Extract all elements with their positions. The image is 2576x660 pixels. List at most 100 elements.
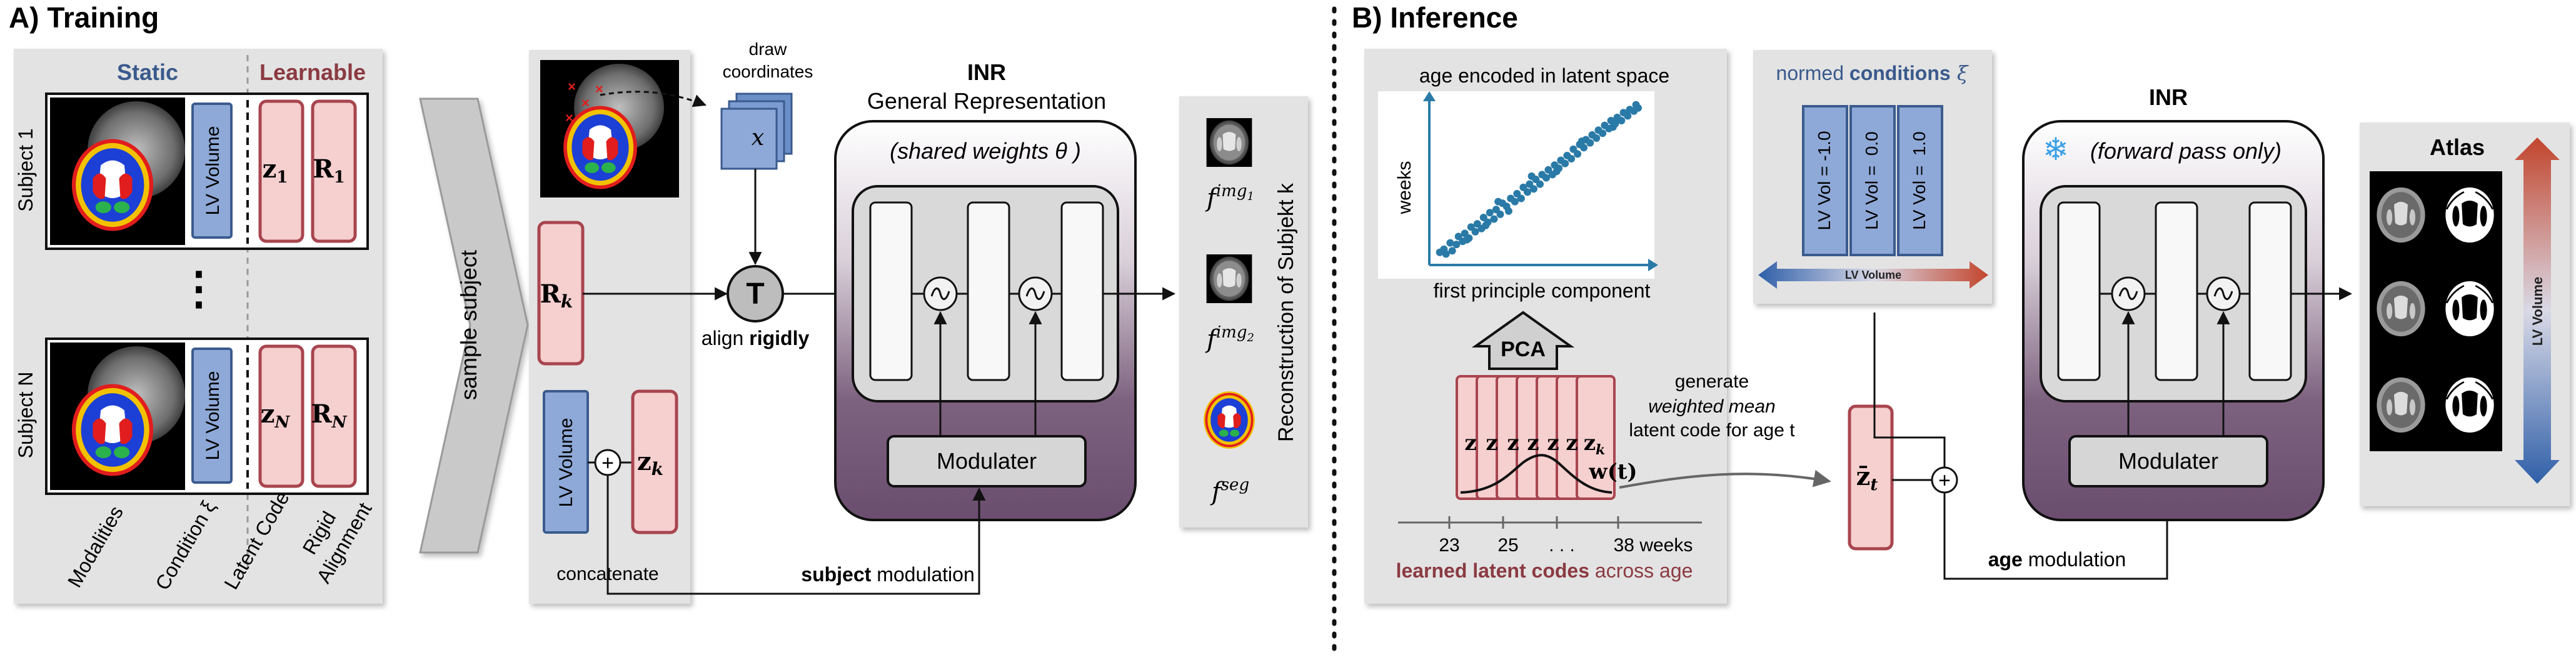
lv-volume-bar: LV Volume — [1758, 261, 1988, 289]
svg-text:×: × — [568, 79, 576, 94]
svg-text:draw: draw — [749, 39, 787, 59]
svg-text:normed conditions ξ: normed conditions ξ — [1776, 61, 1969, 85]
svg-text:zk: zk — [637, 447, 663, 479]
scatter-point — [1567, 155, 1576, 162]
svg-text:LV Vol = -1.0: LV Vol = -1.0 — [1814, 131, 1834, 230]
svg-text:Atlas: Atlas — [2430, 134, 2485, 160]
inr-layer-2 — [967, 201, 1010, 381]
sampled-subject-image: × × × × — [540, 60, 679, 198]
subject-modulation-label: subject modulation — [801, 563, 974, 586]
subject-ellipsis: ⋮ — [176, 264, 221, 314]
subject-1-rigid-alignment — [311, 99, 357, 243]
subject-n-label: Subject N — [14, 372, 37, 459]
svg-text:w(t): w(t) — [1588, 459, 1637, 484]
subject-1-lv-volume — [191, 102, 233, 239]
inr-inference: INR ❄ (forward pass only) Modulater — [2022, 84, 2325, 521]
subject-n-rigid-alignment — [311, 344, 357, 488]
scatter-point — [1618, 117, 1626, 124]
scatter-point — [1542, 174, 1550, 182]
svg-text:align rigidly: align rigidly — [702, 327, 810, 349]
scatter-point — [1599, 129, 1607, 138]
svg-text:LV Volume: LV Volume — [556, 418, 576, 508]
svg-text:×: × — [581, 95, 590, 111]
svg-text:z̄t: z̄t — [1856, 462, 1878, 494]
svg-text:z1: z1 — [263, 154, 288, 187]
svg-text:z: z — [1527, 431, 1539, 456]
tick-25: 25 — [1497, 535, 1518, 556]
inference-title: B) Inference — [1352, 1, 1518, 34]
svg-text:sample subject: sample subject — [456, 250, 481, 400]
scatter-point — [1552, 168, 1561, 176]
lv-vol-zero — [1849, 105, 1896, 256]
scatter-point — [1471, 228, 1479, 236]
sine-activation-inf-2 — [2206, 276, 2241, 311]
scatter-point — [1574, 150, 1582, 158]
reconstruction-panel: fimg1 fimg2 fseg Reconstruction of Subje… — [1179, 96, 1308, 528]
svg-text:×: × — [565, 110, 573, 126]
scatter-point — [1634, 104, 1642, 112]
svg-text:R1: R1 — [313, 154, 345, 187]
scatter-point — [1624, 112, 1632, 120]
sample-subject-arrow: sample subject — [419, 98, 529, 554]
svg-text:T: T — [746, 278, 764, 311]
atlas-lv-volume-bar: LV Volume — [2515, 138, 2560, 484]
age-modulation-label: age modulation — [1988, 548, 2126, 571]
subject-n-latent-code — [258, 344, 304, 488]
scatter-point — [1446, 239, 1454, 247]
subject-1-image — [50, 98, 185, 245]
svg-text:LV Vol = 1.0: LV Vol = 1.0 — [1909, 131, 1929, 230]
static-label: Static — [117, 59, 178, 85]
scatter-point — [1442, 250, 1450, 258]
scatter-point — [1586, 139, 1594, 147]
scatter-point — [1452, 241, 1461, 249]
svg-text:Rk: Rk — [540, 279, 573, 312]
subject-1-latent-code — [258, 99, 304, 243]
scatter-points — [1436, 101, 1642, 258]
sine-activation-1 — [923, 276, 958, 311]
learned-latent-codes: z z z z z z zk w(t) — [1456, 375, 1638, 500]
svg-text:PCA: PCA — [1501, 338, 1546, 361]
normed-conditions-panel: normed conditions ξ LV Vol = -1.0 LV Vol… — [1753, 50, 1992, 304]
snowflake-icon: ❄ — [2043, 132, 2069, 167]
zt-latent-block: z̄t — [1848, 404, 1894, 551]
subject-n-image — [50, 342, 185, 490]
svg-text:LV Volume: LV Volume — [203, 371, 223, 461]
tick-38: 38 weeks — [1614, 535, 1693, 556]
inr-layer-1 — [869, 201, 913, 381]
svg-text:RN: RN — [311, 399, 347, 432]
svg-text:Modulater: Modulater — [937, 448, 1037, 474]
svg-text:z: z — [1486, 431, 1497, 456]
inr-layer-3 — [1060, 201, 1104, 381]
sine-activation-2 — [1018, 276, 1053, 311]
svg-text:General Representation: General Representation — [867, 88, 1106, 114]
generate-label: generate — [1675, 371, 1749, 392]
zk-block — [631, 389, 678, 534]
sampled-subject-panel: × × × × Rk LV Volume + zk concatenate — [529, 50, 707, 604]
modulater-block — [887, 435, 1087, 488]
scatter-point — [1530, 185, 1537, 193]
svg-text:z: z — [1566, 431, 1577, 456]
svg-text:z: z — [1547, 431, 1559, 456]
subject-n-lv-volume — [191, 348, 233, 484]
svg-text:first principle component: first principle component — [1434, 279, 1651, 302]
svg-text:+: + — [601, 451, 614, 475]
scatter-point — [1524, 188, 1531, 196]
concat-plus-node: + — [594, 449, 621, 476]
scatter-point — [1527, 172, 1536, 180]
pca-arrow: PCA — [1471, 311, 1575, 370]
scatter-point — [1448, 247, 1456, 255]
svg-text:weighted mean: weighted mean — [1648, 396, 1775, 417]
svg-text:zN: zN — [261, 399, 291, 432]
svg-text:×: × — [595, 81, 603, 97]
tick-dots: . . . — [1549, 535, 1575, 556]
scatter-point — [1494, 198, 1502, 206]
scatter-point — [1490, 215, 1498, 223]
svg-text:INR: INR — [2149, 84, 2188, 110]
svg-text:INR: INR — [967, 59, 1006, 85]
shared-weights-label: (shared weights θ ) — [890, 138, 1081, 164]
svg-text:LV Vol = 0.0: LV Vol = 0.0 — [1862, 131, 1881, 230]
subject-1-label: Subject 1 — [14, 128, 37, 211]
coordinate-x: x — [752, 125, 764, 151]
scatter-point — [1482, 221, 1490, 229]
svg-text:Reconstruction of Subjekt k: Reconstruction of Subjekt k — [1274, 182, 1298, 442]
